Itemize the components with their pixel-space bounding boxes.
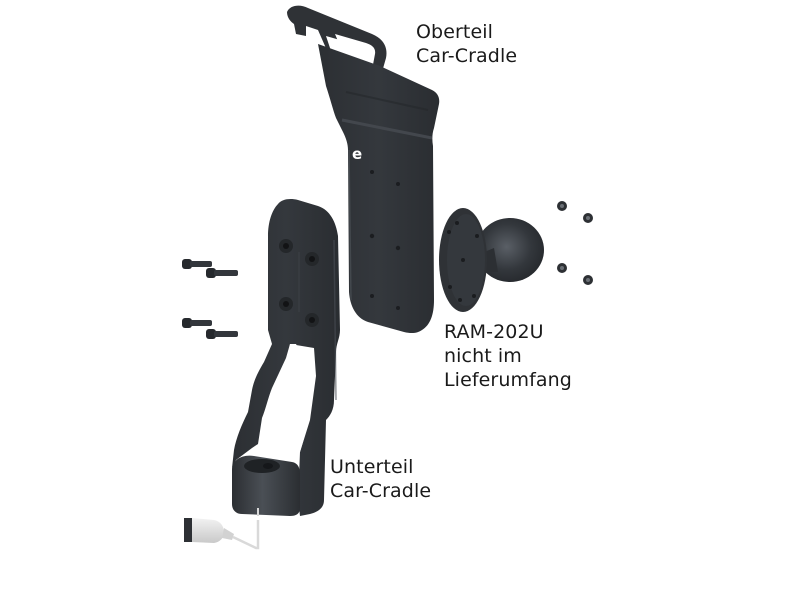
nut-icon: [583, 275, 593, 285]
label-ram-line1: RAM-202U: [444, 321, 544, 343]
label-ram-line3: Lieferumfang: [444, 369, 572, 391]
screw-icon: [182, 259, 212, 269]
label-upper-line2: Car-Cradle: [416, 45, 518, 67]
label-lower-line2: Car-Cradle: [330, 480, 432, 502]
nut-icon: [557, 201, 567, 211]
label-ram-mount: RAM-202U nicht im Lieferumfang: [444, 320, 572, 392]
upper-cradle-plate-icon: [287, 5, 440, 334]
label-lower-cradle: Unterteil Car-Cradle: [330, 455, 431, 503]
screw-icon: [206, 268, 238, 278]
label-lower-line1: Unterteil: [330, 456, 414, 478]
label-upper-cradle: Oberteil Car-Cradle: [416, 20, 517, 68]
nuts: [557, 201, 593, 285]
screws: [182, 259, 238, 339]
mounting-holes: [279, 239, 319, 327]
screw-icon: [206, 329, 238, 339]
usb-plug-icon: [184, 508, 260, 550]
ball-mount-icon: [439, 208, 544, 312]
label-upper-line1: Oberteil: [416, 21, 494, 43]
screw-icon: [182, 318, 212, 328]
nut-icon: [583, 213, 593, 223]
nut-icon: [557, 263, 567, 273]
label-ram-line2: nicht im: [444, 345, 522, 367]
lower-cradle-bracket-icon: [232, 199, 340, 517]
stray-character: e: [352, 145, 363, 163]
